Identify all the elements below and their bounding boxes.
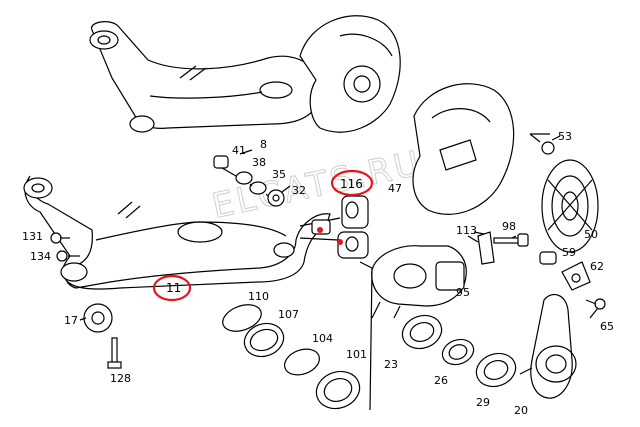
bushing-assembly-116: [299, 195, 369, 259]
ring-29: [475, 352, 517, 388]
bushing-17: [83, 303, 113, 333]
label-35: 35: [272, 168, 286, 181]
label-47: 47: [388, 182, 402, 195]
bushing-stack: [213, 155, 285, 207]
trailing-arm-main: [23, 175, 331, 290]
part-59: [539, 251, 557, 265]
label-8: 8: [260, 138, 267, 151]
upper-control-arm: [89, 21, 322, 133]
bearing-101: [315, 370, 361, 410]
label-104: 104: [312, 332, 333, 345]
bolt-53: [529, 133, 561, 155]
bolt-65: [585, 298, 606, 310]
label-116: 116: [340, 177, 363, 191]
label-17: 17: [64, 314, 78, 327]
label-113: 113: [456, 224, 477, 237]
label-53: 53: [558, 130, 572, 143]
label-50: 50: [584, 228, 598, 241]
label-38: 38: [252, 156, 266, 169]
highlight-11: [152, 274, 192, 302]
label-95: 95: [456, 286, 470, 299]
bolt-128: [107, 337, 122, 369]
label-62: 62: [590, 260, 604, 273]
label-41: 41: [232, 144, 246, 157]
brake-backing-plate-upper: [299, 15, 401, 133]
label-107: 107: [278, 308, 299, 321]
label-11: 11: [166, 281, 181, 295]
label-134: 134: [30, 250, 51, 263]
label-23: 23: [384, 358, 398, 371]
bolt-98: [493, 233, 529, 247]
label-128: 128: [110, 372, 131, 385]
label-98: 98: [502, 220, 516, 233]
label-110: 110: [248, 290, 269, 303]
nut-131: [50, 232, 62, 244]
bracket-113: [467, 231, 495, 265]
ring-107: [243, 322, 285, 358]
highlight-dot-upper: [317, 227, 323, 233]
label-59: 59: [562, 246, 576, 259]
highlight-116: [330, 169, 374, 197]
label-131: 131: [22, 230, 43, 243]
part-62: [561, 261, 591, 291]
label-29: 29: [476, 396, 490, 409]
brake-backing-plate-lower: [412, 83, 515, 215]
leader-lines: [60, 133, 599, 411]
caliper-20: [519, 293, 577, 399]
nut-134: [56, 250, 68, 262]
highlight-dot-lower: [337, 239, 343, 245]
label-65: 65: [600, 320, 614, 333]
label-26: 26: [434, 374, 448, 387]
circlip-110: [222, 304, 262, 332]
bearing-23: [401, 314, 443, 350]
circlip-104: [283, 348, 321, 376]
brake-disc-50: [541, 159, 599, 253]
bearing-26: [441, 338, 475, 366]
label-101: 101: [346, 348, 367, 361]
hub-carrier-95: [359, 245, 467, 319]
label-32: 32: [292, 184, 306, 197]
label-20: 20: [514, 404, 528, 417]
